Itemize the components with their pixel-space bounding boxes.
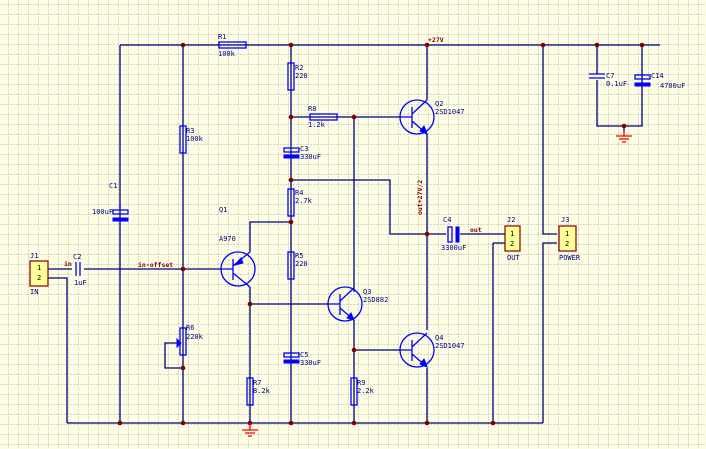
net-label-input-bias: in-offset [138,261,173,269]
transistor-Q4[interactable]: Q4 2SD1047 [399,332,465,368]
j2-value: OUT [507,254,520,262]
net-label-output: out [470,226,482,234]
c4-value: 3300uF [441,244,466,252]
j1-ref: J1 [30,252,38,260]
r2-value: 220 [295,72,308,80]
r6-ref: R6 [186,324,194,332]
potentiometer-R6[interactable]: R6 220k [175,324,204,356]
resistor-R1[interactable]: R1 100k [218,33,247,58]
connector-J2[interactable]: 1 2 J2 OUT [504,216,521,262]
q1-value: A970 [219,235,236,243]
capacitor-C1[interactable]: C1 100uF [92,182,129,222]
c3-value: 330uF [300,153,321,161]
j1-value: IN [30,288,38,296]
q4-ref: Q4 [435,334,443,342]
r9-ref: R9 [357,379,365,387]
transistor-Q3[interactable]: Q3 2SD882 [327,286,388,322]
resistor-R5[interactable]: R5 220 [287,251,308,280]
c14-ref: C14 [651,72,664,80]
capacitor-C3[interactable]: C3 330uF [283,145,321,161]
r1-value: 100k [218,50,236,58]
r4-ref: R4 [295,189,303,197]
transistor-Q2[interactable]: Q2 2SD1047 [399,99,465,135]
c2-ref: C2 [73,253,81,261]
capacitor-C2[interactable]: C2 1uF [72,253,87,287]
r3-value: 100k [186,135,204,143]
resistor-R4[interactable]: R4 2.7k [287,188,313,217]
r2-ref: R2 [295,64,303,72]
r8-value: 1.2k [308,121,326,129]
connector-J1[interactable]: 1 2 J1 IN [29,252,49,296]
j3-value: POWER [559,254,581,262]
net-label-supply: +27V [428,36,444,44]
j3-ref: J3 [561,216,569,224]
resistor-R9[interactable]: R9 2.2k [350,377,375,406]
c5-value: 330uF [300,359,321,367]
junctions [117,42,645,426]
resistor-R3[interactable]: R3 100k [179,125,204,154]
q3-ref: Q3 [363,288,371,296]
resistor-R2[interactable]: R2 220 [287,62,308,91]
net-label-input: in [64,260,72,268]
net-label-midpoint: out+27V/2 [416,180,424,215]
c4-ref: C4 [443,216,451,224]
r9-value: 2.2k [357,387,375,395]
c7-value: 0.1uF [606,80,627,88]
resistor-R8[interactable]: R8 1.2k [308,105,338,129]
j3-pin2: 2 [565,240,569,248]
q1-ref: Q1 [219,206,227,214]
j1-pin2: 2 [37,274,41,282]
wires [48,44,660,424]
r3-ref: R3 [186,127,194,135]
q3-value: 2SD882 [363,296,388,304]
capacitor-C7[interactable]: C7 0.1uF [589,72,627,88]
ground-icon [242,423,258,437]
capacitor-C4[interactable]: C4 3300uF [441,216,466,252]
r5-value: 220 [295,260,308,268]
r5-ref: R5 [295,252,303,260]
c14-value: 4700uF [660,82,685,90]
c7-ref: C7 [606,72,614,80]
j3-pin1: 1 [565,230,569,238]
transistor-Q1[interactable]: Q1 A970 [219,206,256,288]
r7-value: 8.2k [253,387,271,395]
r1-ref: R1 [218,33,226,41]
j1-pin1: 1 [37,264,41,272]
resistor-R7[interactable]: R7 8.2k [246,377,271,406]
j2-ref: J2 [507,216,515,224]
c2-value: 1uF [74,279,87,287]
capacitor-C5[interactable]: C5 330uF [283,351,321,367]
c5-ref: C5 [300,351,308,359]
j2-pin2: 2 [510,240,514,248]
j2-pin1: 1 [510,230,514,238]
q2-value: 2SD1047 [435,108,465,116]
capacitor-C14[interactable]: C14 4700uF [634,72,685,90]
c1-ref: C1 [109,182,117,190]
r6-value: 220k [186,333,204,341]
r4-value: 2.7k [295,197,313,205]
q4-value: 2SD1047 [435,342,465,350]
q2-ref: Q2 [435,100,443,108]
ground-icon [616,131,632,143]
c1-value: 100uF [92,208,113,216]
r8-ref: R8 [308,105,316,113]
r7-ref: R7 [253,379,261,387]
c3-ref: C3 [300,145,308,153]
connector-J3[interactable]: 1 2 J3 POWER [558,216,581,262]
